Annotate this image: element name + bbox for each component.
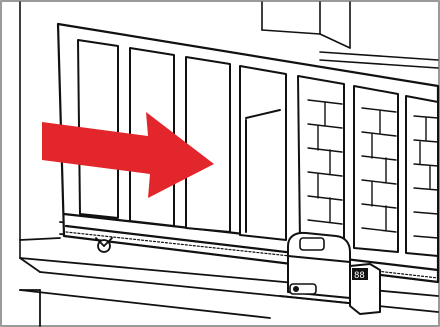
gate-motor [280, 233, 358, 304]
control-box: 88 [350, 264, 380, 314]
control-box-display: 88 [354, 271, 365, 281]
gate-wheel [96, 238, 112, 252]
gate-brick-section [298, 76, 438, 256]
